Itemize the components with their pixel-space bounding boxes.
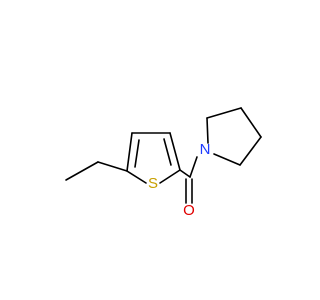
bond-ethyl-ch3-ch2 [65,161,99,181]
chemical-structure: S O N [0,0,300,300]
bond-pyrrolidine-cd-n [213,153,241,166]
bond-ring-carbonyl [179,169,191,178]
bond-pyrrolidine-n-ca [206,117,209,144]
oxygen-atom-label: O [183,202,195,219]
bond-pyrrolidine-cc-cd [239,136,262,166]
bond-thiophene-c4-c5 [126,132,133,172]
bond-thiophene-s-c2 [159,169,181,184]
sulfur-atom-label: S [148,175,158,192]
bond-thiophene-c2-c3-inner [163,138,172,166]
background [0,0,300,300]
bond-pyrrolidine-ca-cb [206,107,242,119]
bond-ethyl-ch2-ring [97,161,128,172]
bond-thiophene-c5-s [126,170,147,184]
bond-pyrrolidine-cb-cc [240,107,262,138]
structure-canvas: S O N [0,0,300,300]
bond-thiophene-c4-c5-inner [134,139,140,168]
nitrogen-atom-label: N [200,141,211,158]
bond-thiophene-c2-c3 [169,132,181,171]
bond-carbonyl-n [189,156,198,178]
